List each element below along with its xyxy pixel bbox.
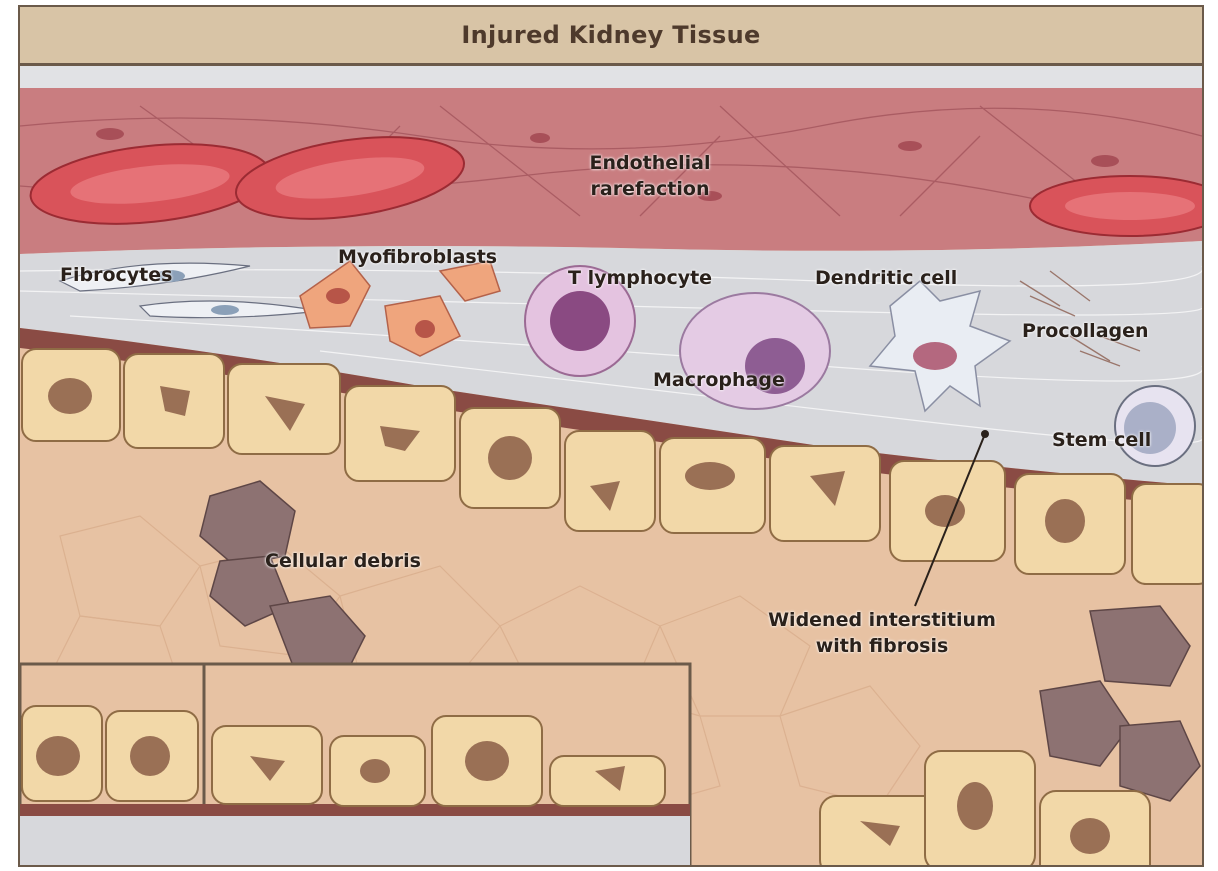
fibrocytes-label: Fibrocytes: [60, 262, 172, 288]
stem-cell: [1115, 386, 1195, 466]
t-lymphocyte-label: T lymphocyte: [568, 265, 712, 291]
figure-frame: Injured Kidney Tissue: [18, 5, 1204, 867]
title-bar: Injured Kidney Tissue: [20, 7, 1202, 66]
endothelial-label-line2: rarefaction: [570, 176, 730, 202]
myofibroblasts-label: Myofibroblasts: [338, 244, 497, 270]
endothelial-rarefaction-label: Endothelial rarefaction: [570, 150, 730, 202]
inset-panel: [20, 664, 690, 867]
macrophage-label: Macrophage: [653, 367, 785, 393]
widened-interstitium-label: Widened interstitium with fibrosis: [732, 607, 1032, 659]
interstitium-label-line1: Widened interstitium: [732, 607, 1032, 633]
stem-cell-label: Stem cell: [1052, 427, 1151, 453]
endothelial-label-line1: Endothelial: [570, 150, 730, 176]
procollagen-label: Procollagen: [1022, 318, 1149, 344]
cellular-debris-label: Cellular debris: [265, 548, 421, 574]
interstitium-label-line2: with fibrosis: [732, 633, 1032, 659]
figure-title: Injured Kidney Tissue: [461, 21, 760, 49]
vessel-wall-top: [20, 66, 1202, 88]
dendritic-cell-label: Dendritic cell: [815, 265, 957, 291]
